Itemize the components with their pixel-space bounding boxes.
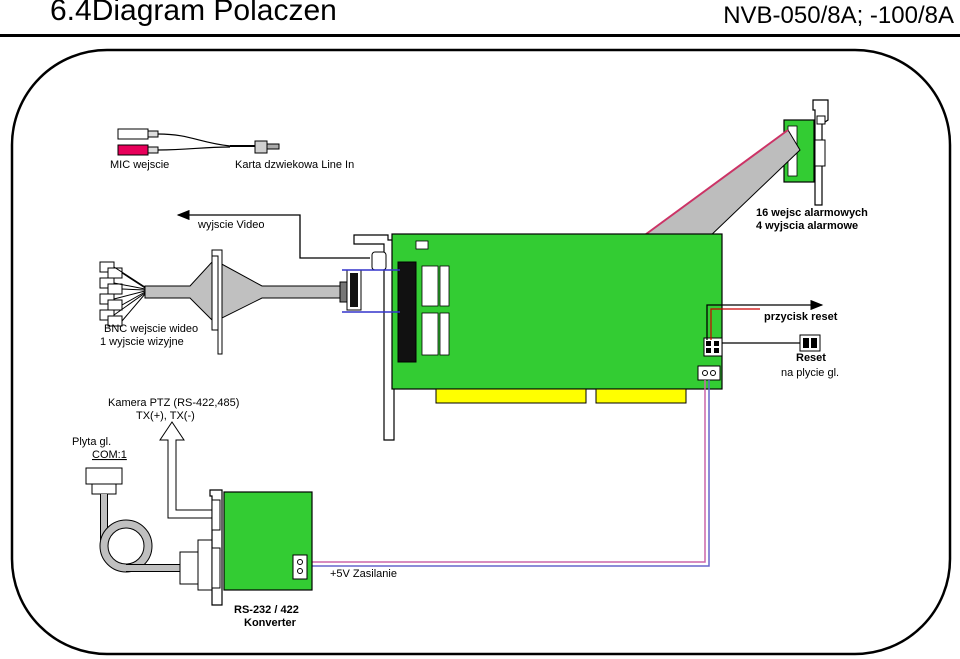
- mb-label-line2: COM:1: [92, 449, 127, 461]
- page-title: 6.4Diagram Polaczen: [50, 0, 337, 27]
- model-number: NVB-050/8A; -100/8A: [723, 2, 954, 29]
- converter-label-line2: Konverter: [244, 617, 297, 629]
- com-cable: [85, 467, 213, 591]
- ptz-label-line1: Kamera PTZ (RS-422,485): [108, 397, 239, 409]
- ptz-arrow: [159, 421, 218, 519]
- audio-cable: [117, 128, 280, 156]
- bnc-label-line2: 1 wyjscie wizyjne: [100, 336, 184, 348]
- bnc-label-line1: BNC wejscie wideo: [104, 323, 198, 335]
- alarm-label-line1: 16 wejsc alarmowych: [756, 207, 868, 219]
- bnc-video-cable: [99, 249, 362, 355]
- mb-label-line1: Plyta gl.: [72, 436, 111, 448]
- power-wire-blue: [310, 380, 710, 567]
- video-out-arrow: [176, 209, 370, 259]
- reset-button-label: przycisk reset: [764, 311, 838, 323]
- alarm-label-line2: 4 wyjscia alarmowe: [756, 220, 858, 232]
- dvr-card: [353, 233, 723, 441]
- reset-red-wire: [710, 308, 760, 340]
- reset-mb-label-line2: na plycie gl.: [781, 367, 839, 379]
- sound-card-label: Karta dzwiekowa Line In: [235, 159, 354, 171]
- reset-mb-label-line1: Reset: [796, 352, 826, 364]
- converter-label-line1: RS-232 / 422: [234, 604, 299, 616]
- power-label: +5V Zasilanie: [330, 568, 397, 580]
- rs232-converter-card: [209, 489, 313, 606]
- ptz-label-line2: TX(+), TX(-): [136, 410, 195, 422]
- power-wire-pink: [310, 380, 706, 563]
- mic-in-label: MIC wejscie: [110, 159, 169, 171]
- header-rule: [0, 34, 960, 37]
- video-out-label: wyjscie Video: [197, 219, 264, 231]
- reset-button-arrow: [706, 299, 824, 340]
- ribbon-red-stripe: [637, 129, 789, 241]
